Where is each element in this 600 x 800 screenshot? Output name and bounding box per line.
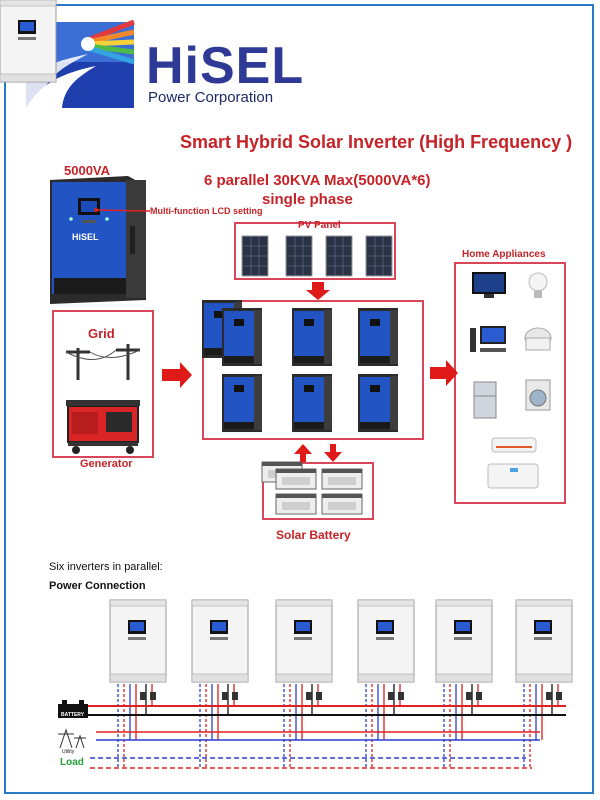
inverter-cluster-box xyxy=(202,300,424,440)
appliances-label: Home Appliances xyxy=(462,249,546,260)
page-title: Smart Hybrid Solar Inverter (High Freque… xyxy=(180,132,573,152)
washing-machine-icon xyxy=(525,379,551,411)
pv-panel-label: PV Panel xyxy=(298,220,341,231)
fridge-icon xyxy=(473,381,497,419)
generator-icon xyxy=(66,400,140,454)
grid-generator-box xyxy=(52,310,154,458)
tv-icon xyxy=(472,272,506,298)
grid-pole-icon xyxy=(65,344,141,380)
inverter-brand-mark: HiSEL xyxy=(72,232,99,242)
inverter-5000va-image xyxy=(50,176,146,304)
air-conditioner-2-icon xyxy=(487,463,539,489)
appliances-icons xyxy=(470,272,552,489)
phase-label: single phase xyxy=(262,191,353,208)
rating-label: 5000VA xyxy=(64,163,111,178)
grid-label: Grid xyxy=(88,326,115,341)
arrow-down-icon xyxy=(324,444,342,462)
utility-tag: Utility xyxy=(62,749,75,755)
battery-bank-icon xyxy=(261,461,363,515)
battery-box xyxy=(262,462,374,520)
bulb-icon xyxy=(528,272,548,298)
utility-pylon-icon xyxy=(58,728,86,749)
arrow-right-icon xyxy=(162,362,192,388)
brand-tagline: Power Corporation xyxy=(148,89,274,106)
battery-tag: BATTERY xyxy=(61,712,85,718)
page-frame xyxy=(4,4,594,794)
air-conditioner-icon xyxy=(491,437,537,453)
generator-label: Generator xyxy=(80,458,133,470)
page-subtitle: 6 parallel 30KVA Max(5000VA*6) xyxy=(204,172,431,189)
inverter-cluster-icons xyxy=(202,300,398,432)
brand-name: HiSEL xyxy=(146,37,305,95)
arrow-right-icon xyxy=(430,360,458,386)
rice-cooker-icon xyxy=(524,327,552,351)
battery-symbol-icon xyxy=(58,700,88,718)
wiring-caption: Six inverters in parallel: xyxy=(49,561,163,573)
pv-panel-box xyxy=(234,222,396,280)
pv-panels-icon xyxy=(241,235,393,277)
arrow-up-icon xyxy=(294,444,312,462)
appliances-box xyxy=(454,262,566,504)
computer-icon xyxy=(470,326,506,352)
wiring-heading: Power Connection xyxy=(49,580,146,592)
lcd-callout-label: Multi-function LCD setting xyxy=(150,206,263,216)
load-label: Load xyxy=(60,757,84,768)
battery-label: Solar Battery xyxy=(276,528,351,542)
arrow-down-icon xyxy=(306,282,330,300)
